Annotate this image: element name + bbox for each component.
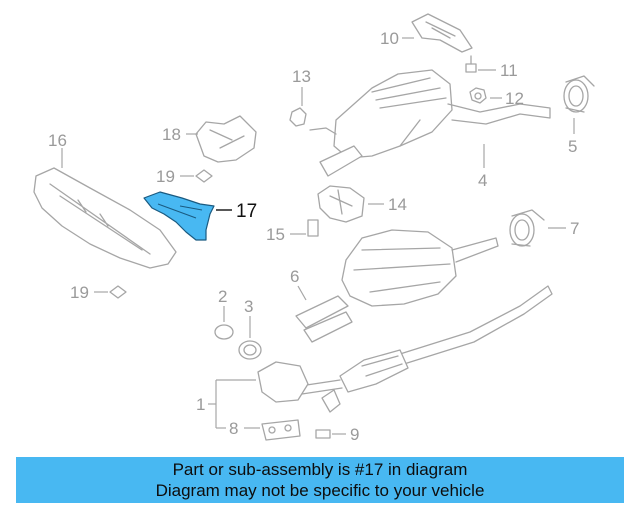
callout-9: 9 [350,425,359,444]
part-15-bolt [290,219,319,237]
info-banner: Part or sub-assembly is #17 in diagram D… [16,457,624,503]
part-13-mount [289,87,307,127]
callout-3: 3 [244,297,253,316]
callout-14: 14 [388,195,407,214]
callout-17: 17 [236,201,257,222]
callout-8: 8 [229,419,238,438]
part-19-clip-upper [180,169,213,183]
part-11-bolt [465,55,496,73]
part-2-ring [214,306,234,340]
callout-6: 6 [290,267,299,286]
part-10-bracket [402,13,473,53]
callout-15: 15 [266,225,285,244]
part-5-clamp [563,75,595,134]
banner-line-1: Part or sub-assembly is #17 in diagram [172,460,468,479]
callout-19-lower: 19 [70,283,89,302]
callout-18: 18 [162,125,181,144]
part-19-clip-lower [94,285,127,299]
part-12-nut [469,87,502,104]
part-8-gasket [216,419,301,441]
callout-12: 12 [505,89,524,108]
callout-4: 4 [478,171,487,190]
banner-line-2: Diagram may not be specific to your vehi… [155,481,485,500]
part-1-front-pipe [208,285,553,428]
callout-16: 16 [48,131,67,150]
callout-19-upper: 19 [156,167,175,186]
part-14-mount [317,185,384,223]
callout-7: 7 [570,219,579,238]
part-17-bracket-highlighted [143,191,232,241]
part-16-heat-shield [33,148,177,269]
callout-1: 1 [196,395,205,414]
part-6-center-muffler [295,229,499,343]
part-18-bracket [186,115,257,163]
part-7-clamp [509,209,566,247]
callout-5: 5 [568,137,577,156]
exhaust-parts-diagram: 10 11 12 13 5 4 16 18 19 17 14 15 7 6 19… [33,13,595,444]
part-3-clamp [238,316,262,360]
callout-2: 2 [218,287,227,306]
callout-11: 11 [500,61,518,80]
callout-13: 13 [292,67,311,86]
part-4-rear-muffler [309,69,551,177]
part-9-bolt [315,429,346,439]
callout-10: 10 [380,29,399,48]
